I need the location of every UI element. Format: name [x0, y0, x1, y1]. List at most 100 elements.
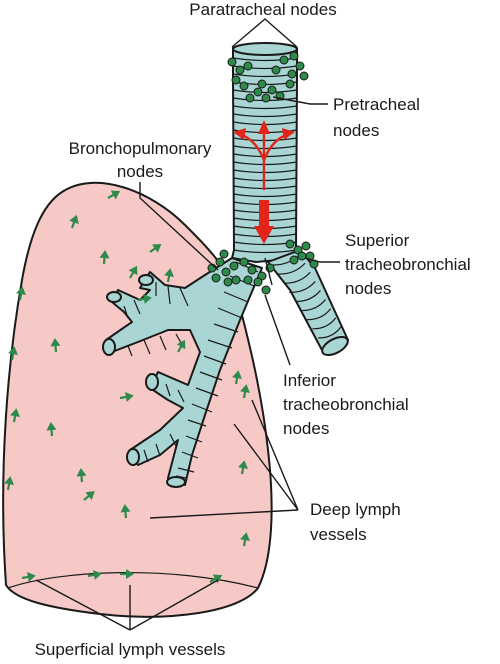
label-bronchopulmonary-line2: nodes	[117, 162, 163, 181]
lymph-node	[219, 249, 229, 259]
lymph-flow-arrow	[119, 392, 134, 402]
left-bronchus-ring	[318, 326, 342, 339]
lymph-node	[257, 79, 267, 89]
lymph-node	[239, 257, 249, 267]
lymph-flow-arrow	[87, 570, 102, 580]
lymph-flow-arrow	[46, 422, 57, 437]
lymph-node	[223, 277, 233, 287]
lymph-node	[279, 55, 289, 65]
lymph-node	[267, 85, 277, 95]
right-lung	[2, 181, 273, 618]
label-inferior-line3: nodes	[283, 419, 329, 438]
lung-base-contour	[7, 571, 259, 589]
right-bronchus-ring	[181, 451, 199, 459]
lymph-flow-arrows	[4, 190, 250, 584]
label-superficial-lymph-vessels: Superficial lymph vessels	[35, 640, 226, 659]
lymph-node	[221, 267, 231, 277]
right-bronchus-ring	[133, 299, 141, 315]
middle-branch-opening	[145, 373, 159, 391]
lymph-flow-arrow	[50, 338, 61, 353]
right-bronchus-ring	[207, 339, 233, 349]
lymph-flow-arrow	[164, 268, 174, 283]
anterior-branch-opening	[102, 338, 116, 356]
lymph-node	[289, 255, 299, 265]
lymph-node	[247, 265, 257, 275]
lymph-node	[253, 87, 263, 97]
lymph-flow-arrow	[99, 250, 110, 265]
right-main-bronchus	[105, 257, 263, 486]
leader-lines	[35, 18, 340, 631]
left-bronchus-ring	[277, 262, 306, 275]
right-bronchus-ring	[177, 467, 195, 473]
right-bronchus-ring	[127, 345, 133, 357]
lymph-flow-arrow	[209, 574, 223, 584]
lymph-flow-arrow	[76, 468, 87, 483]
label-pretracheal-line2: nodes	[333, 121, 379, 140]
right-bronchus-ring	[177, 389, 185, 403]
trachea-ring	[232, 105, 298, 110]
left-bronchus-ring	[289, 280, 316, 293]
lymph-node	[297, 251, 307, 261]
right-bronchus-ring	[187, 419, 207, 427]
right-bronchus-ring	[185, 435, 203, 443]
lymph-node	[253, 277, 263, 287]
right-bronchus-ring	[123, 305, 129, 319]
label-superior-line3: nodes	[345, 279, 391, 298]
label-inferior-line2: tracheobronchial	[283, 395, 409, 414]
trachea-top-opening	[232, 42, 298, 56]
lymph-flow-arrow	[4, 476, 14, 491]
lymph-flow-arrow	[137, 294, 152, 304]
lymph-node	[235, 65, 245, 75]
lymph-flow-arrow	[128, 265, 138, 279]
apical-branch-opening	[106, 291, 122, 303]
right-bronchus-ring	[167, 285, 171, 305]
trachea-ring	[232, 193, 298, 198]
left-bronchus-ring	[312, 317, 337, 330]
lymph-flow-arrow	[149, 243, 162, 253]
label-inferior-line1: Inferior	[283, 371, 336, 390]
right-bronchus-ring	[217, 307, 243, 319]
right-bronchus-ring	[191, 403, 213, 413]
right-bronchus-ring	[223, 291, 249, 303]
right-bronchus-ring	[175, 475, 187, 479]
lymph-nodes	[207, 51, 319, 295]
lymph-node	[229, 261, 239, 271]
lymph-flow-arrow	[10, 408, 20, 423]
right-bronchus-ring	[179, 287, 189, 307]
lymph-node	[285, 239, 295, 249]
label-deep-lymph-line1: Deep lymph	[310, 500, 401, 519]
left-bronchus-ring	[300, 299, 327, 312]
right-bronchus-ring	[203, 355, 227, 365]
lymph-node	[261, 93, 271, 103]
trachea-ring	[232, 89, 298, 94]
left-bronchus-ring	[306, 308, 332, 321]
lymph-flow-arrow	[21, 572, 36, 582]
lymph-flow-arrow	[69, 214, 79, 229]
left-bronchus-rings	[271, 253, 342, 339]
basal-branch-opening	[166, 476, 186, 488]
lymph-flow-arrow	[8, 346, 18, 361]
lymph-flow-arrow	[232, 370, 242, 385]
label-deep-lymph-line2: vessels	[310, 525, 367, 544]
lymph-node	[261, 285, 271, 295]
lymph-node	[243, 61, 253, 71]
label-pretracheal-line1: Pretracheal	[333, 95, 420, 114]
lymph-node	[239, 81, 249, 91]
label-bronchopulmonary-line1: Bronchopulmonary	[69, 139, 212, 158]
lymph-flow-arrow	[83, 491, 95, 501]
left-bronchus-opening	[321, 335, 349, 357]
lymph-flow-arrow	[240, 532, 250, 547]
red-flow-arrows	[233, 120, 295, 244]
lymph-flow-arrow	[120, 569, 134, 579]
right-bronchus-ring	[213, 323, 239, 333]
lymph-flow-arrow	[16, 286, 26, 301]
label-superior-line1: Superior	[345, 231, 410, 250]
lymph-flow-arrow	[176, 339, 186, 353]
lymph-node	[289, 51, 299, 61]
trachea-ring	[232, 113, 298, 118]
lymph-node	[301, 241, 311, 251]
label-superior-line2: tracheobronchial	[345, 255, 471, 274]
labels: Paratracheal nodes Pretracheal nodes Bro…	[35, 0, 471, 659]
